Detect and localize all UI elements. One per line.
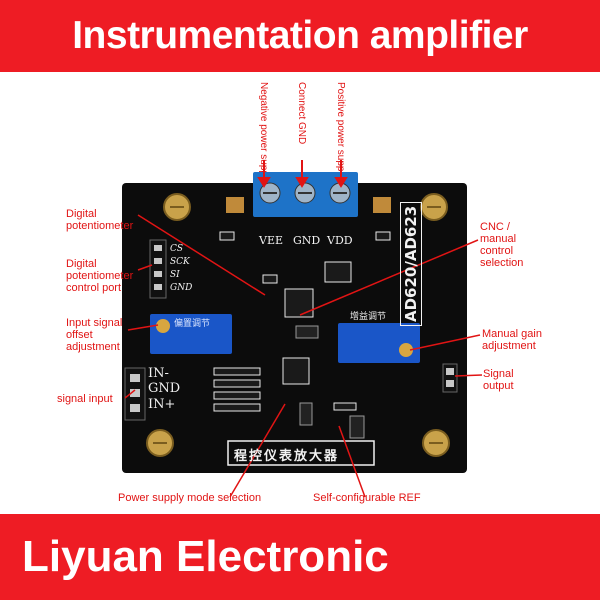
callout-power-mode: Power supply mode selection bbox=[118, 492, 262, 504]
output-header-icon bbox=[442, 363, 458, 393]
terminal-label-vdd: VDD bbox=[327, 234, 353, 247]
title-banner: Instrumentation amplifier module bbox=[0, 0, 600, 129]
terminal-label-gnd: GND bbox=[293, 234, 321, 247]
input-label-in-plus: IN+ bbox=[148, 397, 176, 412]
callout-negative-power: Negative power supply bbox=[258, 82, 269, 184]
callout-cnc-control: CNC / manual control selection bbox=[480, 221, 524, 269]
input-header-icon bbox=[124, 367, 146, 421]
brand-banner: Liyuan Electronic bbox=[0, 514, 600, 600]
pin-label-cs: CS bbox=[170, 244, 184, 254]
control-port-header-icon bbox=[149, 239, 167, 299]
page-title: Instrumentation amplifier module bbox=[72, 14, 528, 129]
callout-digital-pot-port: Digital potentiometer control port bbox=[66, 258, 134, 294]
chip-label: AD620/AD623 bbox=[400, 201, 422, 326]
input-label-gnd: GND bbox=[148, 381, 181, 396]
gain-pot-icon bbox=[338, 323, 420, 363]
callout-positive-power: Positive power supply bbox=[335, 82, 346, 179]
offset-knob-label: 偏置调节 bbox=[174, 319, 211, 329]
brand-name: Liyuan Electronic bbox=[22, 532, 389, 581]
gain-knob-label: 增益调节 bbox=[350, 312, 387, 322]
screw-icon bbox=[146, 193, 450, 457]
pin-label-gnd: GND bbox=[170, 283, 193, 293]
callout-signal-output: Signal output bbox=[483, 368, 514, 392]
callout-signal-input: signal input bbox=[57, 393, 113, 405]
board-title-cn: 程控仪表放大器 bbox=[234, 449, 340, 464]
callout-self-ref: Self-configurable REF bbox=[313, 492, 421, 504]
callout-connect-gnd: Connect GND bbox=[296, 82, 307, 145]
callout-manual-gain: Manual gain adjustment bbox=[482, 328, 542, 352]
offset-pot-icon bbox=[150, 314, 232, 354]
terminal-label-vee: VEE bbox=[259, 234, 284, 247]
input-label-in-minus: IN- bbox=[148, 366, 169, 381]
pin-label-si: SI bbox=[170, 270, 180, 280]
pin-label-sck: SCK bbox=[170, 257, 190, 267]
callout-digital-pot: Digital potentiometer bbox=[66, 208, 134, 232]
callout-input-offset: Input signal offset adjustment bbox=[66, 317, 123, 353]
power-terminal-icon bbox=[253, 172, 358, 217]
